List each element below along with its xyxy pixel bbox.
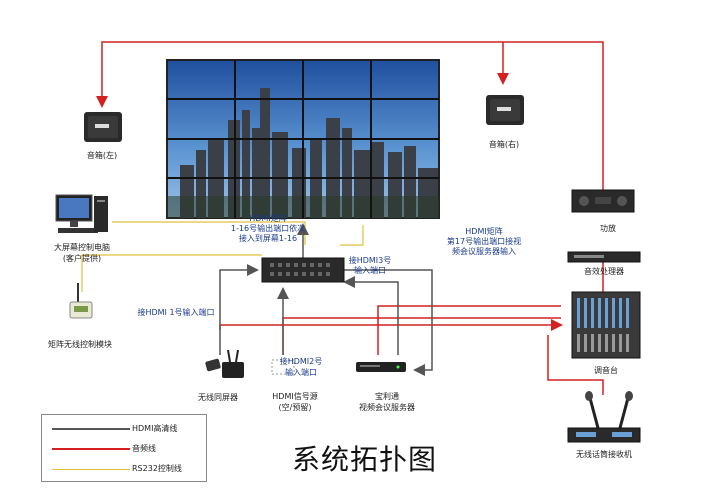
speaker-right-label: 音箱(右) <box>488 140 520 149</box>
mixer-label: 调音台 <box>594 366 618 375</box>
annotation-hdmi1: 接HDMI 1号输入端口 <box>137 308 215 317</box>
annotation-hdmi3-2: 输入端口 <box>354 266 386 275</box>
legend-rs232-label: RS232控制线 <box>132 464 182 473</box>
legend-item-audio: 音频线 <box>52 443 202 455</box>
conference-server-icon <box>356 362 406 372</box>
legend-hdmi-label: HDMI高清线 <box>132 424 178 433</box>
speaker-left-icon <box>84 112 122 142</box>
annotation-hdmi3-1: 接HDMI3号 <box>348 256 392 265</box>
mixer-icon <box>571 291 641 359</box>
mic-receiver-label: 无线话筒接收机 <box>576 450 632 459</box>
legend-hdmi-swatch <box>52 428 130 430</box>
hdmi-lines <box>219 223 433 376</box>
legend-item-hdmi: HDMI高清线 <box>52 423 202 435</box>
speaker-right-icon <box>486 95 524 125</box>
rs232-lines <box>81 221 364 292</box>
speaker-left-label: 音箱(左) <box>86 151 118 160</box>
hdmi-source-label: HDMI信号源 <box>272 392 318 401</box>
diagram-title: 系统拓扑图 <box>292 443 438 476</box>
annotation-matrix-out-2: 1-16号输出端口依次 <box>230 224 306 233</box>
wireless-module-icon <box>69 283 93 319</box>
annotation-matrix-out-3: 接入到屏幕1-16 <box>238 234 298 243</box>
hdmi-source-icon <box>271 359 295 375</box>
legend: HDMI高清线 音频线 RS232控制线 <box>41 414 207 482</box>
hdmi-source-note: (空/预留) <box>278 403 312 412</box>
annotation-out17-2: 第17号输出端口接视 <box>446 237 522 246</box>
amplifier-label: 功放 <box>600 224 616 233</box>
legend-rs232-swatch <box>52 469 130 470</box>
wireless-projector-icon <box>205 349 244 378</box>
wireless-projector-label: 无线同屏器 <box>198 393 238 402</box>
effects-processor-label: 音效处理器 <box>584 267 624 276</box>
annotation-matrix-out-1: HDMI矩阵 <box>249 214 287 223</box>
legend-item-rs232: RS232控制线 <box>52 463 202 475</box>
control-pc-label: 大屏幕控制电脑 <box>54 243 110 252</box>
control-pc-note: (客户提供) <box>62 254 102 263</box>
amplifier-icon <box>571 189 635 213</box>
legend-audio-label: 音频线 <box>132 444 156 453</box>
effects-processor-icon <box>567 251 641 263</box>
wireless-module-label: 矩阵无线控制模块 <box>48 340 112 349</box>
control-pc-icon <box>55 194 108 233</box>
legend-audio-swatch <box>52 448 130 450</box>
annotation-out17-1: HDMI矩阵 <box>465 227 503 236</box>
annotation-hdmi2-1: 接HDMI2号 <box>279 357 323 366</box>
baolitong-label: 宝利通 <box>375 392 399 401</box>
conference-server-label: 视频会议服务器 <box>359 403 415 412</box>
video-wall <box>166 59 440 219</box>
annotation-hdmi2-2: 输入端口 <box>285 368 317 377</box>
hdmi-matrix-icon <box>261 257 345 283</box>
annotation-out17-3: 频会议服务器输入 <box>452 247 516 256</box>
mic-receiver-icon <box>567 391 641 443</box>
